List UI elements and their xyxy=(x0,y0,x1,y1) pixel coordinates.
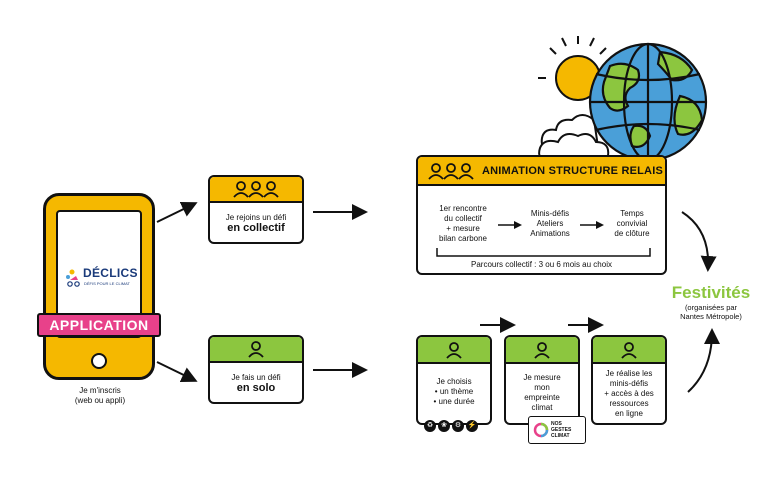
group-icon xyxy=(428,162,474,180)
relais-title: ANIMATION STRUCTURE RELAIS xyxy=(482,164,663,177)
globe-illustration xyxy=(538,36,708,166)
solo-step-3: Je réalise les minis-défis + accès à des… xyxy=(591,335,667,425)
relais-step2-line: Animations xyxy=(530,229,570,238)
person-icon xyxy=(621,341,637,359)
globe-icon xyxy=(588,42,708,162)
relais-step1-line: bilan carbone xyxy=(438,234,488,243)
arrow-solo-to-festivites xyxy=(687,328,720,393)
energy-icon: ⚡ xyxy=(466,420,478,432)
relais-bracket xyxy=(436,248,651,257)
solo-step-2: Je mesure mon empreinte climat xyxy=(504,335,580,425)
solo-step-2-line: empreinte xyxy=(524,393,560,402)
ngc-line: NOS xyxy=(551,421,562,427)
solo-card-header xyxy=(210,337,302,363)
relais-step3-line: convivial xyxy=(616,219,648,228)
solo-step-3-header xyxy=(593,337,665,364)
festivites-title: Festivités xyxy=(671,283,751,302)
festivites-sub2: Nantes Métropole) xyxy=(680,312,742,321)
solo-step-1-line: Je choisis xyxy=(436,377,472,386)
solo-line1: Je fais un défi xyxy=(231,373,281,382)
arrow-phone-to-collectif xyxy=(156,202,198,223)
home-button xyxy=(91,353,107,369)
relais-step3-line: de clôture xyxy=(614,229,650,238)
solo-step-2-line: climat xyxy=(531,403,553,412)
solo-step-3-line: minis-défis xyxy=(609,379,649,388)
theme-icons: ♻ ❀ ⚙ ⚡ xyxy=(424,420,484,434)
collectif-card: Je rejoins un défi en collectif xyxy=(208,175,304,244)
phone-caption-line1: Je m'inscris xyxy=(79,386,121,395)
solo-step-1-line: • une durée xyxy=(433,397,475,406)
person-icon xyxy=(446,341,462,359)
collectif-card-header xyxy=(210,177,302,203)
arrow-phone-to-solo xyxy=(156,361,198,382)
solo-card: Je fais un défi en solo xyxy=(208,335,304,404)
app-name: DÉCLICS xyxy=(83,266,138,280)
festivites-sub1: (organisées par xyxy=(684,303,738,312)
group-icon xyxy=(233,181,279,198)
phone-caption: Je m'inscris (web ou appli) xyxy=(50,386,150,406)
solo-step-3-line: Je réalise les xyxy=(605,369,653,378)
arrow-relais-to-festivites xyxy=(681,211,717,272)
application-badge-label: APPLICATION xyxy=(49,317,149,333)
recycle-icon: ♻ xyxy=(424,420,436,432)
solo-step-2-line: Je mesure xyxy=(523,373,561,382)
nos-gestes-climat-logo: NOS GESTES CLIMAT xyxy=(528,416,586,444)
solo-step-1: Je choisis • un thème • une durée xyxy=(416,335,492,425)
relais-step2-line: Ateliers xyxy=(536,219,564,228)
ngc-ring-icon xyxy=(533,422,549,438)
person-icon xyxy=(534,341,550,359)
bike-icon: ⚙ xyxy=(452,420,464,432)
declics-logo-icon xyxy=(66,269,80,287)
relais-step2-line: Minis-défis xyxy=(530,209,570,218)
declics-logo: DÉCLICS DÉFIS POUR LE CLIMAT xyxy=(65,264,139,290)
relais-header: ANIMATION STRUCTURE RELAIS xyxy=(418,157,665,186)
ngc-line: CLIMAT xyxy=(551,433,570,439)
leaf-icon: ❀ xyxy=(438,420,450,432)
solo-step-3-line: ressources xyxy=(609,399,649,408)
relais-step1: 1er rencontre du collectif + mesure bila… xyxy=(430,204,496,244)
relais-step1-line: du collectif xyxy=(444,214,482,223)
solo-step-1-line: • un thème xyxy=(434,387,474,396)
relais-step1-line: + mesure xyxy=(446,224,480,233)
relais-step3: Temps convivial de clôture xyxy=(604,209,660,239)
relais-step1-line: 1er rencontre xyxy=(439,204,487,213)
solo-step-2-line: mon xyxy=(534,383,550,392)
ngc-line: GESTES xyxy=(551,427,572,433)
phone-caption-line2: (web ou appli) xyxy=(74,396,126,405)
relais-box: ANIMATION STRUCTURE RELAIS 1er rencontre… xyxy=(416,155,667,275)
relais-step3-line: Temps xyxy=(620,209,644,218)
solo-step-2-header xyxy=(506,337,578,364)
solo-line2: en solo xyxy=(236,382,276,394)
relais-footer: Parcours collectif : 3 ou 6 mois au choi… xyxy=(471,260,612,269)
relais-arrow-2 xyxy=(580,221,604,229)
solo-step-1-header xyxy=(418,337,490,364)
relais-step2: Minis-défis Ateliers Animations xyxy=(522,209,578,239)
collectif-line1: Je rejoins un défi xyxy=(225,213,287,222)
relais-arrow-1 xyxy=(498,221,522,229)
solo-step-3-line: + accès à des xyxy=(604,389,654,398)
festivites: Festivités (organisées par Nantes Métrop… xyxy=(652,283,770,321)
solo-step-3-line: en ligne xyxy=(614,409,644,418)
app-tagline: DÉFIS POUR LE CLIMAT xyxy=(84,281,130,286)
application-badge: APPLICATION xyxy=(37,313,161,337)
collectif-line2: en collectif xyxy=(227,222,285,234)
person-icon xyxy=(248,341,264,358)
